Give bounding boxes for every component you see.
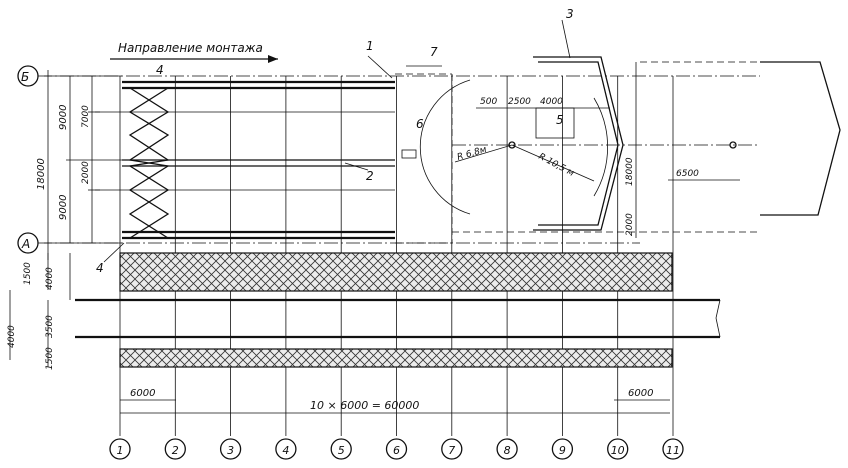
svg-text:R 10,5 м: R 10,5 м (537, 152, 576, 179)
svg-text:10 × 6000 = 60000: 10 × 6000 = 60000 (310, 399, 419, 412)
svg-text:2000: 2000 (81, 161, 91, 184)
column-axis-bubble (551, 438, 574, 460)
hatched-band-top (119, 252, 673, 292)
column-axis-label: 4 (282, 444, 289, 457)
column-axis-label: 10 (611, 444, 625, 457)
crane-road (75, 298, 721, 339)
column-axis-label: 3 (227, 444, 234, 457)
column-axis-bubble (275, 438, 297, 460)
column-axis-label: 8 (504, 444, 511, 457)
svg-text:4000: 4000 (45, 267, 55, 290)
left-dimensions: 18000 9000 9000 7000 2000 (36, 70, 122, 260)
svg-text:1500: 1500 (23, 262, 33, 285)
row-axis-a: A (17, 232, 640, 254)
column-axis-bubble (330, 438, 352, 460)
svg-text:3: 3 (566, 7, 574, 21)
svg-text:5: 5 (556, 113, 564, 127)
svg-text:1: 1 (366, 39, 374, 53)
column-axis-label: 9 (559, 444, 566, 457)
column-axis-bubble (496, 438, 518, 460)
svg-text:6000: 6000 (130, 388, 155, 399)
callouts: 1 7 3 4 4 2 6 5 (96, 7, 575, 275)
column-axis-bubble (219, 438, 242, 460)
svg-text:3500: 3500 (45, 315, 55, 338)
road-dimensions: 1500 4000 4000 3500 1500 (7, 253, 71, 370)
svg-text:4000: 4000 (7, 325, 17, 348)
svg-text:6: 6 (416, 117, 424, 131)
column-axis-label: 6 (393, 444, 400, 457)
svg-text:A: A (21, 237, 30, 251)
crane-dimensions: 500 2500 4000 18000 2000 6500 R 6,8м R 1… (456, 62, 740, 238)
column-axis-bubble (607, 438, 629, 460)
svg-text:4: 4 (156, 63, 164, 77)
svg-text:9000: 9000 (58, 105, 69, 130)
truss-frame (95, 80, 395, 240)
svg-text:6500: 6500 (676, 169, 699, 179)
drawing-title: Направление монтажа (118, 41, 263, 55)
column-axis-label: 11 (666, 444, 680, 457)
svg-text:4: 4 (96, 261, 104, 275)
column-axis-bubble (109, 438, 131, 460)
swing-radius-arcs (419, 79, 760, 215)
svg-text:18000: 18000 (625, 157, 635, 186)
column-axis-label: 5 (338, 444, 345, 457)
svg-text:Б: Б (21, 70, 29, 84)
column-axis-label: 1 (117, 444, 124, 457)
svg-text:7000: 7000 (81, 105, 91, 128)
svg-text:R 6,8м: R 6,8м (456, 145, 488, 163)
column-axis-bubble (385, 438, 408, 460)
column-axis-bubble (662, 438, 684, 460)
column-axis-bubble (441, 438, 463, 460)
column-axis-label: 7 (448, 444, 455, 457)
column-axis-label: 2 (172, 444, 179, 457)
span-dimensions: 6000 6000 10 × 6000 = 60000 (120, 388, 670, 414)
column-axis-bubble (164, 438, 186, 460)
svg-text:4000: 4000 (540, 97, 563, 107)
title-arrow-head (268, 55, 278, 63)
svg-text:7: 7 (430, 45, 438, 59)
svg-text:18000: 18000 (36, 158, 47, 190)
crane-outline (452, 56, 841, 233)
svg-text:2: 2 (366, 169, 374, 183)
row-axis-b: Б (17, 65, 760, 87)
hatched-band-bottom (119, 348, 673, 368)
svg-text:2000: 2000 (625, 213, 635, 236)
svg-text:500: 500 (480, 97, 497, 107)
svg-text:6000: 6000 (628, 388, 653, 399)
svg-text:2500: 2500 (508, 97, 531, 107)
planned-extension (395, 73, 453, 244)
svg-text:9000: 9000 (58, 195, 69, 220)
svg-text:1500: 1500 (45, 347, 55, 370)
